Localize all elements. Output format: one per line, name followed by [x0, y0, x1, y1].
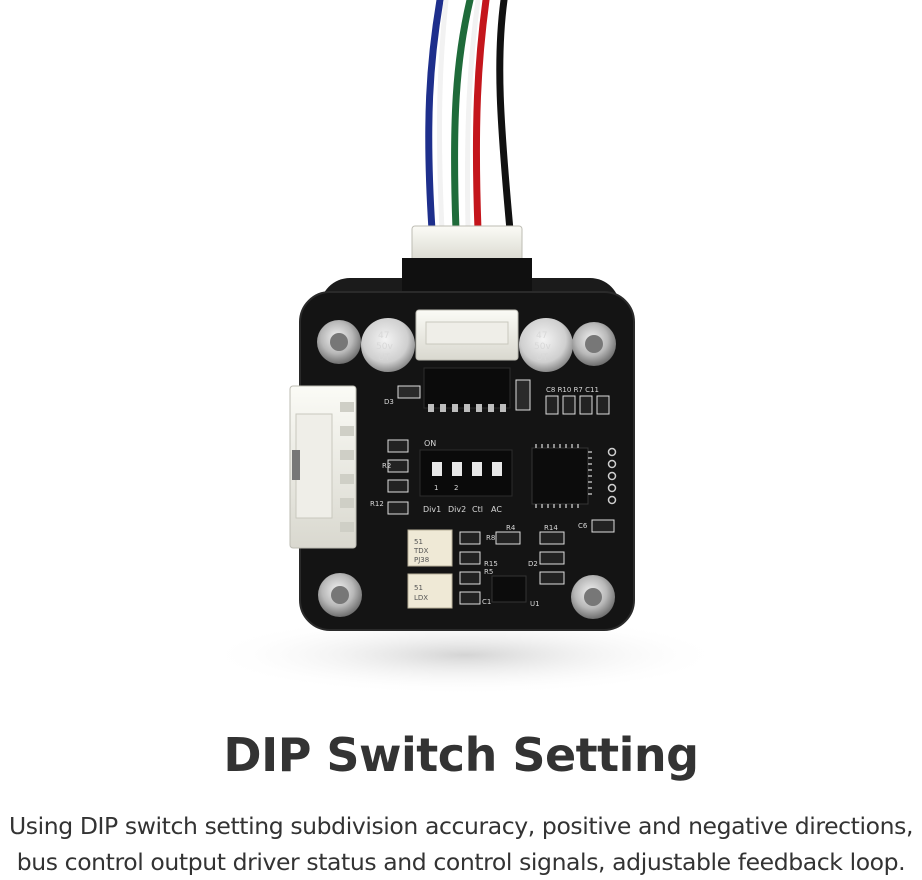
label-u1: U1 [530, 600, 540, 608]
description-line-1: Using DIP switch setting subdivision acc… [8, 812, 914, 840]
wire-green [451, 0, 474, 234]
wire-black [496, 0, 514, 234]
label-d3: D3 [384, 398, 394, 406]
wire-connector [411, 225, 523, 263]
board-connector-top [415, 309, 519, 361]
label-c1: C1 [482, 598, 491, 606]
description: Using DIP switch setting subdivision acc… [0, 808, 922, 880]
side-connector-left [289, 385, 357, 549]
page-title: DIP Switch Setting [223, 728, 699, 782]
chip-bottom-line1: 51 [414, 584, 423, 592]
screw-bottom-left [318, 573, 362, 617]
chip-top-line3: PJ38 [414, 556, 429, 564]
label-r5: R5 [484, 568, 493, 576]
screw-bottom-right [571, 575, 615, 619]
chip-bottom-line2: LDX [414, 594, 428, 602]
cap-left-line3: UT [378, 353, 391, 363]
label-c6: C6 [578, 522, 588, 530]
label-r2: R2 [382, 462, 391, 470]
capacitor-left: 47 50v UT [361, 318, 415, 372]
wire-red [472, 0, 490, 234]
screw-top-right [572, 322, 616, 366]
dip-switch: ON 1 2 Div1 Div2 Ctl AC [419, 439, 513, 514]
mcu-chip [531, 444, 592, 508]
smd-row-top-right: C8 R10 R7 C11 [545, 386, 610, 415]
capacitor-right: 47 50v UT [519, 318, 573, 372]
wire-white [436, 0, 449, 233]
chip-top-line1: 51 [414, 538, 423, 546]
dip-label-div2: Div2 [448, 505, 466, 514]
dip-on-label: ON [424, 439, 436, 448]
cap-left-line1: 47 [378, 331, 389, 341]
label-d2: D2 [528, 560, 538, 568]
cap-right-line3: UT [536, 353, 549, 363]
parts-top-right-label: C8 R10 R7 C11 [546, 386, 599, 394]
smd-column-left [387, 379, 531, 515]
chip-top-line2: TDX [413, 547, 429, 555]
driver-ic [423, 367, 511, 409]
dip-num-1: 1 [434, 484, 438, 492]
cap-left-line2: 50v [376, 342, 393, 352]
bottom-components: 51 TDX PJ38 51 LDX R8 R4 R14 R15 R5 R12 … [370, 398, 615, 609]
motor-wires [425, 0, 514, 234]
label-r4: R4 [506, 524, 516, 532]
label-r12: R12 [370, 500, 384, 508]
dip-label-ctl: Ctl [472, 505, 483, 514]
cap-right-line2: 50v [534, 342, 551, 352]
wire-blue [425, 0, 444, 234]
label-r8: R8 [486, 534, 495, 542]
screw-top-left [317, 320, 361, 364]
label-r15: R15 [484, 560, 498, 568]
header-pins-right [607, 447, 617, 505]
dip-num-2: 2 [454, 484, 458, 492]
product-photo: 47 50v UT 47 50v UT ON [205, 0, 725, 695]
dip-label-ac: AC [491, 505, 502, 514]
cap-right-line1: 47 [536, 331, 547, 341]
description-line-2: bus control output driver status and con… [16, 848, 906, 876]
label-r14: R14 [544, 524, 558, 532]
floor-shadow [205, 615, 725, 695]
wire-white-2 [464, 0, 481, 233]
dip-label-div1: Div1 [423, 505, 441, 514]
